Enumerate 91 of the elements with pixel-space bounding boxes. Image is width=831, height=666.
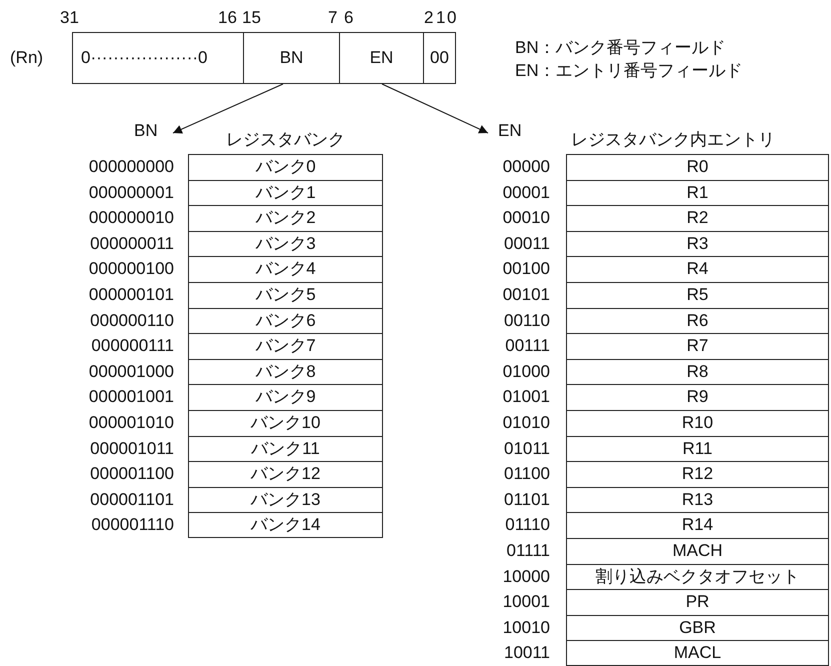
- register-field: 0···················0: [72, 32, 244, 84]
- register-entry-cell: 割り込みベクタオフセット: [566, 564, 829, 590]
- register-field: EN: [339, 32, 424, 84]
- binary-index: 10001: [502, 592, 550, 612]
- bank-entry-cell: バンク11: [188, 436, 383, 462]
- bank-entry-cell: バンク9: [188, 384, 383, 410]
- binary-index: 000000101: [88, 285, 174, 305]
- register-entry-cell: R3: [566, 230, 829, 257]
- binary-index: 000001110: [90, 515, 174, 536]
- binary-index: 000000011: [89, 234, 174, 254]
- bank-entry-cell: バンク10: [188, 410, 383, 436]
- binary-index: 00100: [502, 259, 550, 280]
- binary-index: 00011: [502, 234, 550, 254]
- binary-index: 000001001: [88, 387, 174, 408]
- field-label: BN: [134, 121, 158, 141]
- binary-index: 000001011: [89, 438, 174, 459]
- register-entry-cell: R0: [566, 154, 829, 180]
- binary-index: 000000111: [90, 336, 174, 356]
- bank-entry-cell: バンク2: [188, 205, 383, 232]
- bank-entry-cell: バンク3: [188, 230, 383, 257]
- binary-index: 000000100: [88, 259, 174, 280]
- register-entry-cell: R1: [566, 180, 829, 206]
- bit-number: 15: [242, 8, 261, 28]
- register-entry-cell: R12: [566, 461, 829, 488]
- binary-index: 01001: [502, 387, 550, 408]
- bank-entry-cell: バンク4: [188, 256, 383, 282]
- binary-index: 10010: [502, 618, 550, 638]
- register-entry-cell: PR: [566, 589, 829, 616]
- register-entry-cell: R14: [566, 512, 829, 538]
- arrow: [382, 84, 488, 134]
- binary-index: 00010: [502, 208, 550, 228]
- bank-entry-cell: バンク6: [188, 308, 383, 334]
- binary-index: 01100: [502, 464, 550, 484]
- bank-entry-cell: バンク0: [188, 154, 383, 180]
- binary-index: 000001000: [88, 362, 174, 382]
- bit-number: 7: [328, 8, 338, 28]
- bank-entry-cell: バンク8: [188, 358, 383, 385]
- binary-index: 00101: [502, 285, 550, 305]
- bit-number: 16: [218, 8, 237, 28]
- register-entry-cell: MACH: [566, 538, 829, 564]
- bit-number: 31: [60, 8, 79, 28]
- register-name: (Rn): [10, 48, 44, 68]
- register-entry-cell: R8: [566, 358, 829, 385]
- legend-note: BN：バンク番号フィールド: [515, 38, 726, 58]
- binary-index: 000000000: [88, 157, 174, 177]
- register-entry-cell: R2: [566, 205, 829, 232]
- binary-index: 000000001: [88, 182, 174, 203]
- register-field: BN: [243, 32, 340, 84]
- binary-index: 000001010: [88, 413, 174, 433]
- binary-index: 01111: [506, 541, 550, 561]
- binary-index: 000001100: [89, 464, 174, 484]
- arrow: [172, 84, 284, 134]
- register-field: 00: [423, 32, 456, 84]
- bit-number: 1: [436, 8, 446, 28]
- binary-index: 01000: [502, 362, 550, 382]
- legend-note: EN：エントリ番号フィールド: [515, 61, 743, 81]
- binary-index: 00111: [504, 336, 550, 356]
- binary-index: 00000: [502, 157, 550, 177]
- binary-index: 00110: [502, 310, 550, 331]
- binary-index: 10000: [502, 566, 550, 587]
- register-entry-cell: R13: [566, 486, 829, 513]
- table-title: レジスタバンク: [225, 130, 346, 150]
- register-entry-cell: MACL: [566, 640, 829, 666]
- bit-number: 0: [447, 8, 456, 28]
- binary-index: 01010: [502, 413, 550, 433]
- binary-index: 01101: [502, 490, 550, 510]
- bit-number: 2: [424, 8, 434, 28]
- binary-index: 00001: [502, 182, 550, 203]
- table-title: レジスタバンク内エントリ: [571, 130, 775, 150]
- register-entry-cell: R10: [566, 410, 829, 436]
- bank-entry-cell: バンク5: [188, 282, 383, 308]
- register-entry-cell: R4: [566, 256, 829, 282]
- bank-entry-cell: バンク14: [188, 512, 383, 538]
- bank-entry-cell: バンク7: [188, 333, 383, 360]
- register-entry-cell: R9: [566, 384, 829, 410]
- bit-number: 6: [344, 8, 354, 28]
- bank-entry-cell: バンク12: [188, 461, 383, 488]
- register-entry-cell: R11: [566, 436, 829, 462]
- binary-index: 01011: [502, 438, 550, 459]
- register-entry-cell: R5: [566, 282, 829, 308]
- binary-index: 10011: [502, 643, 550, 664]
- binary-index: 01110: [504, 515, 550, 536]
- binary-index: 000000010: [88, 208, 174, 228]
- bank-entry-cell: バンク1: [188, 180, 383, 206]
- register-entry-cell: R6: [566, 308, 829, 334]
- binary-index: 000000110: [89, 310, 174, 331]
- bank-entry-cell: バンク13: [188, 486, 383, 513]
- register-entry-cell: GBR: [566, 614, 829, 641]
- register-entry-cell: R7: [566, 333, 829, 360]
- field-label: EN: [498, 121, 522, 141]
- binary-index: 000001101: [89, 490, 174, 510]
